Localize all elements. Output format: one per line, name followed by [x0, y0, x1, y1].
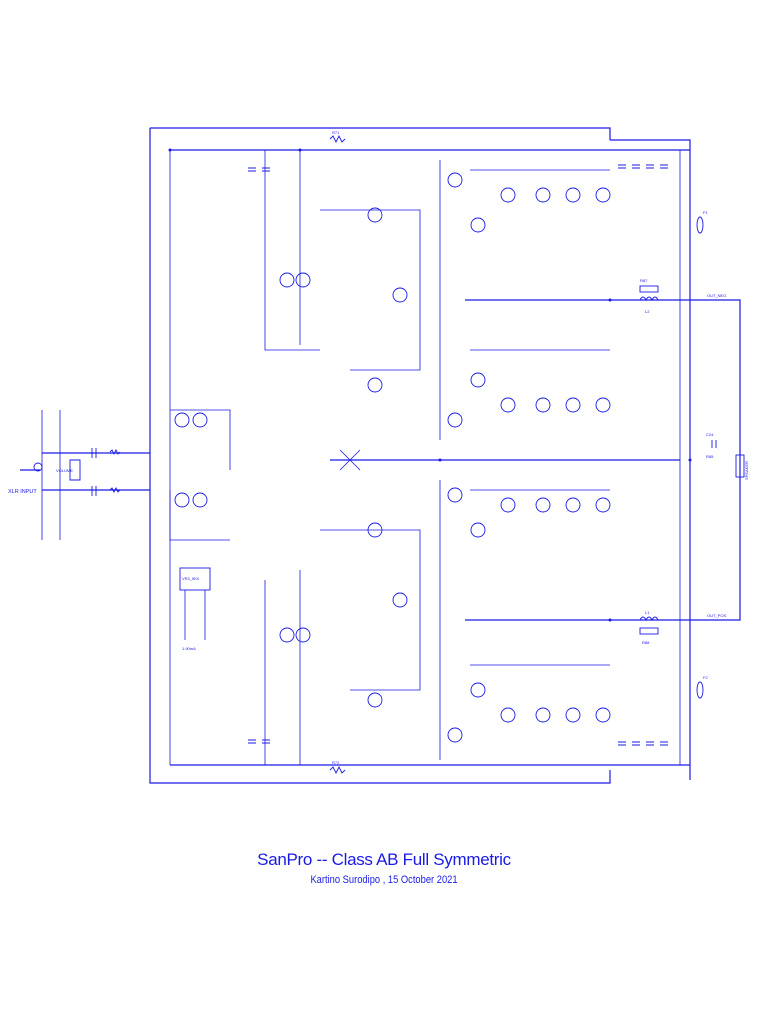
bottom-feedback-resistor: R72 [329, 760, 346, 775]
r71-label: R71 [332, 130, 340, 135]
input-differential-pairs: 1.90mA VR3_5K0 [169, 409, 231, 651]
output-stage-lower [465, 489, 690, 723]
top-feedback-resistor: R71 [329, 130, 346, 144]
volume-label: VOLUME [56, 468, 73, 473]
current-label: 1.90mA [182, 646, 196, 651]
output-stage-upper [465, 169, 690, 413]
fuse-top-label: F1 [703, 210, 708, 215]
l2-label: L2 [645, 309, 650, 314]
out-pos-label: OUT_POS [707, 613, 726, 618]
out-neg-label: OUT_NEG [707, 293, 726, 298]
czobel-label: C24 [706, 432, 714, 437]
vr-label: VR3_5K0 [182, 576, 200, 581]
input-stage: XLR INPUT VOLUME [8, 410, 150, 540]
power-rails [149, 127, 691, 784]
supply-capacitors [248, 164, 668, 746]
r88-label: R88 [642, 640, 650, 645]
output-filter: R87 L2 L1 R88 OUT_NEG OUT_POS C24 R85 SP… [639, 278, 749, 645]
r72-label: R72 [332, 760, 340, 765]
rzobel-label: R85 [706, 454, 714, 459]
vas-stage [264, 150, 680, 765]
driver-stage [367, 160, 463, 760]
xlr-input-label: XLR INPUT [8, 489, 37, 495]
schematic-subtitle: Kartino Surodipo , 15 October 2021 [310, 874, 458, 886]
rail-fuses: F1 F2 [696, 210, 708, 699]
speaker-label: SPEAKER [744, 461, 749, 480]
schematic-title: SanPro -- Class AB Full Symmetric [257, 850, 511, 869]
junction-dots [168, 148, 692, 622]
l1-label: L1 [645, 610, 650, 615]
fuse-bot-label: F2 [703, 675, 708, 680]
r87-label: R87 [640, 278, 648, 283]
